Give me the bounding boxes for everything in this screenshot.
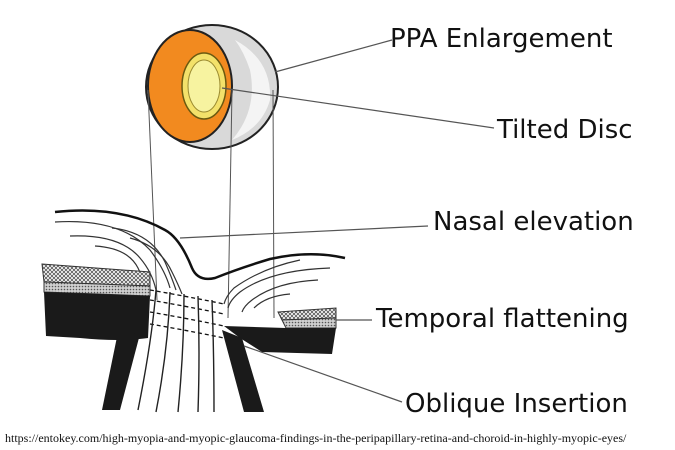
leader-oblique-insertion (243, 345, 403, 403)
retinal-surface (54, 209, 346, 281)
label-oblique-insertion: Oblique Insertion (405, 389, 628, 419)
optic-disc (187, 59, 221, 113)
leader-lines (179, 39, 495, 403)
nerve-fibers-right (223, 259, 331, 313)
label-ppa-enlargement: PPA Enlargement (390, 24, 613, 54)
nasal-sclera (44, 292, 150, 340)
leader-nasal-elevation (179, 225, 429, 239)
leader-ppa (274, 39, 393, 73)
temporal-dural-sheath (222, 330, 264, 412)
leader-tilted-disc (221, 87, 495, 129)
nerve-fibers-canal (137, 289, 215, 413)
lamina-cribrosa (149, 289, 225, 339)
optic-nerve-cross-section (41, 209, 346, 413)
label-tilted-disc: Tilted Disc (497, 115, 633, 145)
label-nasal-elevation: Nasal elevation (433, 207, 634, 237)
temporal-sclera (224, 326, 336, 354)
nerve-fibers-left (54, 220, 183, 295)
source-url-caption: https://entokey.com/high-myopia-and-myop… (5, 431, 627, 445)
eyeball-illustration (145, 24, 279, 150)
label-temporal-flattening: Temporal flattening (376, 304, 629, 334)
nasal-dural-sheath (102, 332, 140, 410)
eyeball-highlight (232, 40, 271, 140)
projection-lines (147, 89, 275, 319)
temporal-choroid-layer (281, 317, 337, 329)
